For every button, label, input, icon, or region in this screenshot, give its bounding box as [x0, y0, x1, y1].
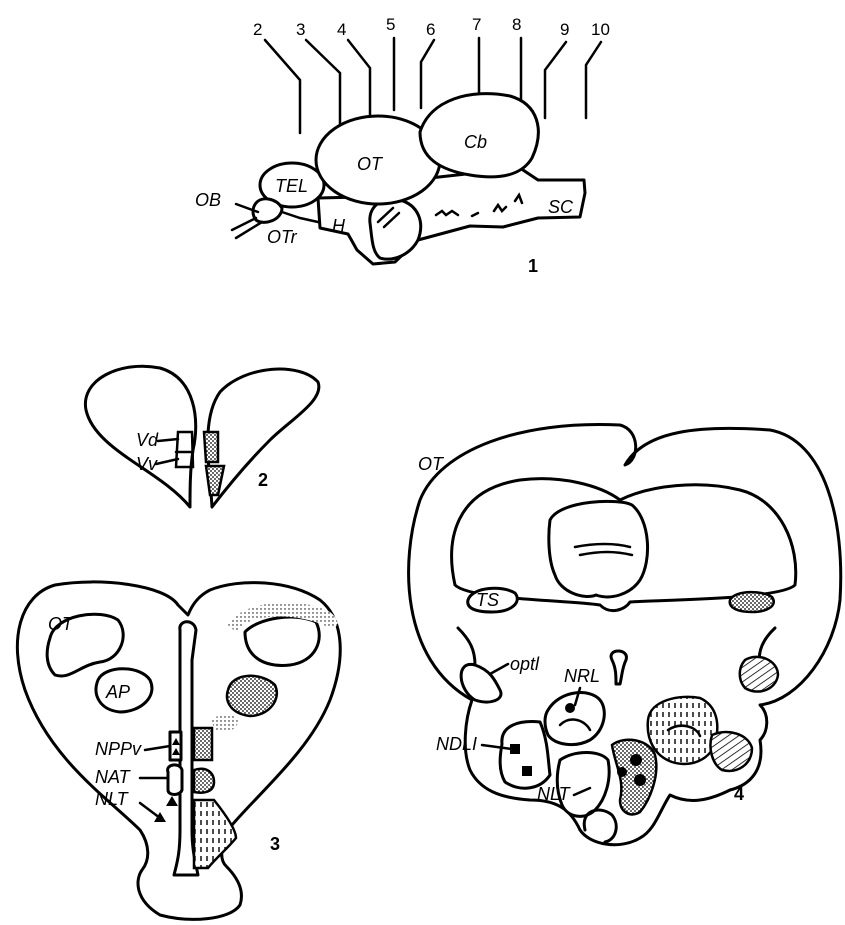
section-label-8: 8 — [512, 15, 521, 34]
ndli-region — [500, 722, 550, 789]
label-h: H — [332, 216, 346, 236]
label-ot-4: OT — [418, 454, 445, 474]
right-torus-dotted — [730, 592, 774, 612]
panel-number-3: 3 — [270, 834, 280, 854]
section-label-2: 2 — [253, 20, 262, 39]
panel-number-2: 2 — [258, 470, 268, 490]
right-vd-dotted — [204, 432, 218, 462]
panel-number-4: 4 — [734, 784, 744, 804]
panel-2-telencephalon-section: Vd Vv 2 — [85, 366, 319, 507]
label-nlt-4: NLT — [537, 784, 572, 804]
label-sc: SC — [548, 197, 574, 217]
section-label-5: 5 — [386, 15, 395, 34]
torus-central — [549, 501, 648, 597]
nat-right-oval — [194, 769, 214, 793]
label-nlt-3: NLT — [95, 789, 130, 809]
label-ot-3: OT — [48, 614, 75, 634]
label-optl: optl — [510, 654, 540, 674]
panel-1-lateral-brain: 2 3 4 5 6 7 8 9 10 — [195, 15, 610, 276]
panel-3-diencephalon-section: OT AP NPPv NAT NLT 3 — [17, 582, 340, 919]
label-cb: Cb — [464, 132, 487, 152]
label-vv: Vv — [136, 454, 158, 474]
label-tel: TEL — [275, 176, 308, 196]
right-hatched-oval — [740, 657, 778, 692]
panel-4-midbrain-section: OT TS optl NRL NDLI NLT 4 — [409, 424, 841, 844]
label-ndli: NDLI — [436, 734, 477, 754]
nat-ovals — [168, 765, 182, 795]
label-nat: NAT — [95, 767, 132, 787]
section-label-3: 3 — [296, 20, 305, 39]
right-vdash-region — [648, 697, 718, 764]
label-ot: OT — [357, 154, 384, 174]
panel-number-1: 1 — [528, 256, 538, 276]
right-ot-hole — [245, 617, 319, 665]
section-label-6: 6 — [426, 20, 435, 39]
label-ts: TS — [476, 590, 499, 610]
npp-dotted-right — [194, 728, 212, 760]
section-label-9: 9 — [560, 20, 569, 39]
right-ap-dotted — [227, 676, 277, 716]
label-otr: OTr — [267, 227, 298, 247]
label-ap: AP — [105, 682, 130, 702]
section-label-10: 10 — [591, 20, 610, 39]
label-vd: Vd — [136, 430, 159, 450]
label-nrl: NRL — [564, 666, 600, 686]
section-label-4: 4 — [337, 20, 346, 39]
right-hatch-region — [710, 732, 752, 771]
section-label-7: 7 — [472, 15, 481, 34]
nppv-box — [170, 732, 181, 760]
hypothalamus-lobe — [370, 199, 421, 259]
label-ob: OB — [195, 190, 221, 210]
label-nppv: NPPv — [95, 739, 142, 759]
